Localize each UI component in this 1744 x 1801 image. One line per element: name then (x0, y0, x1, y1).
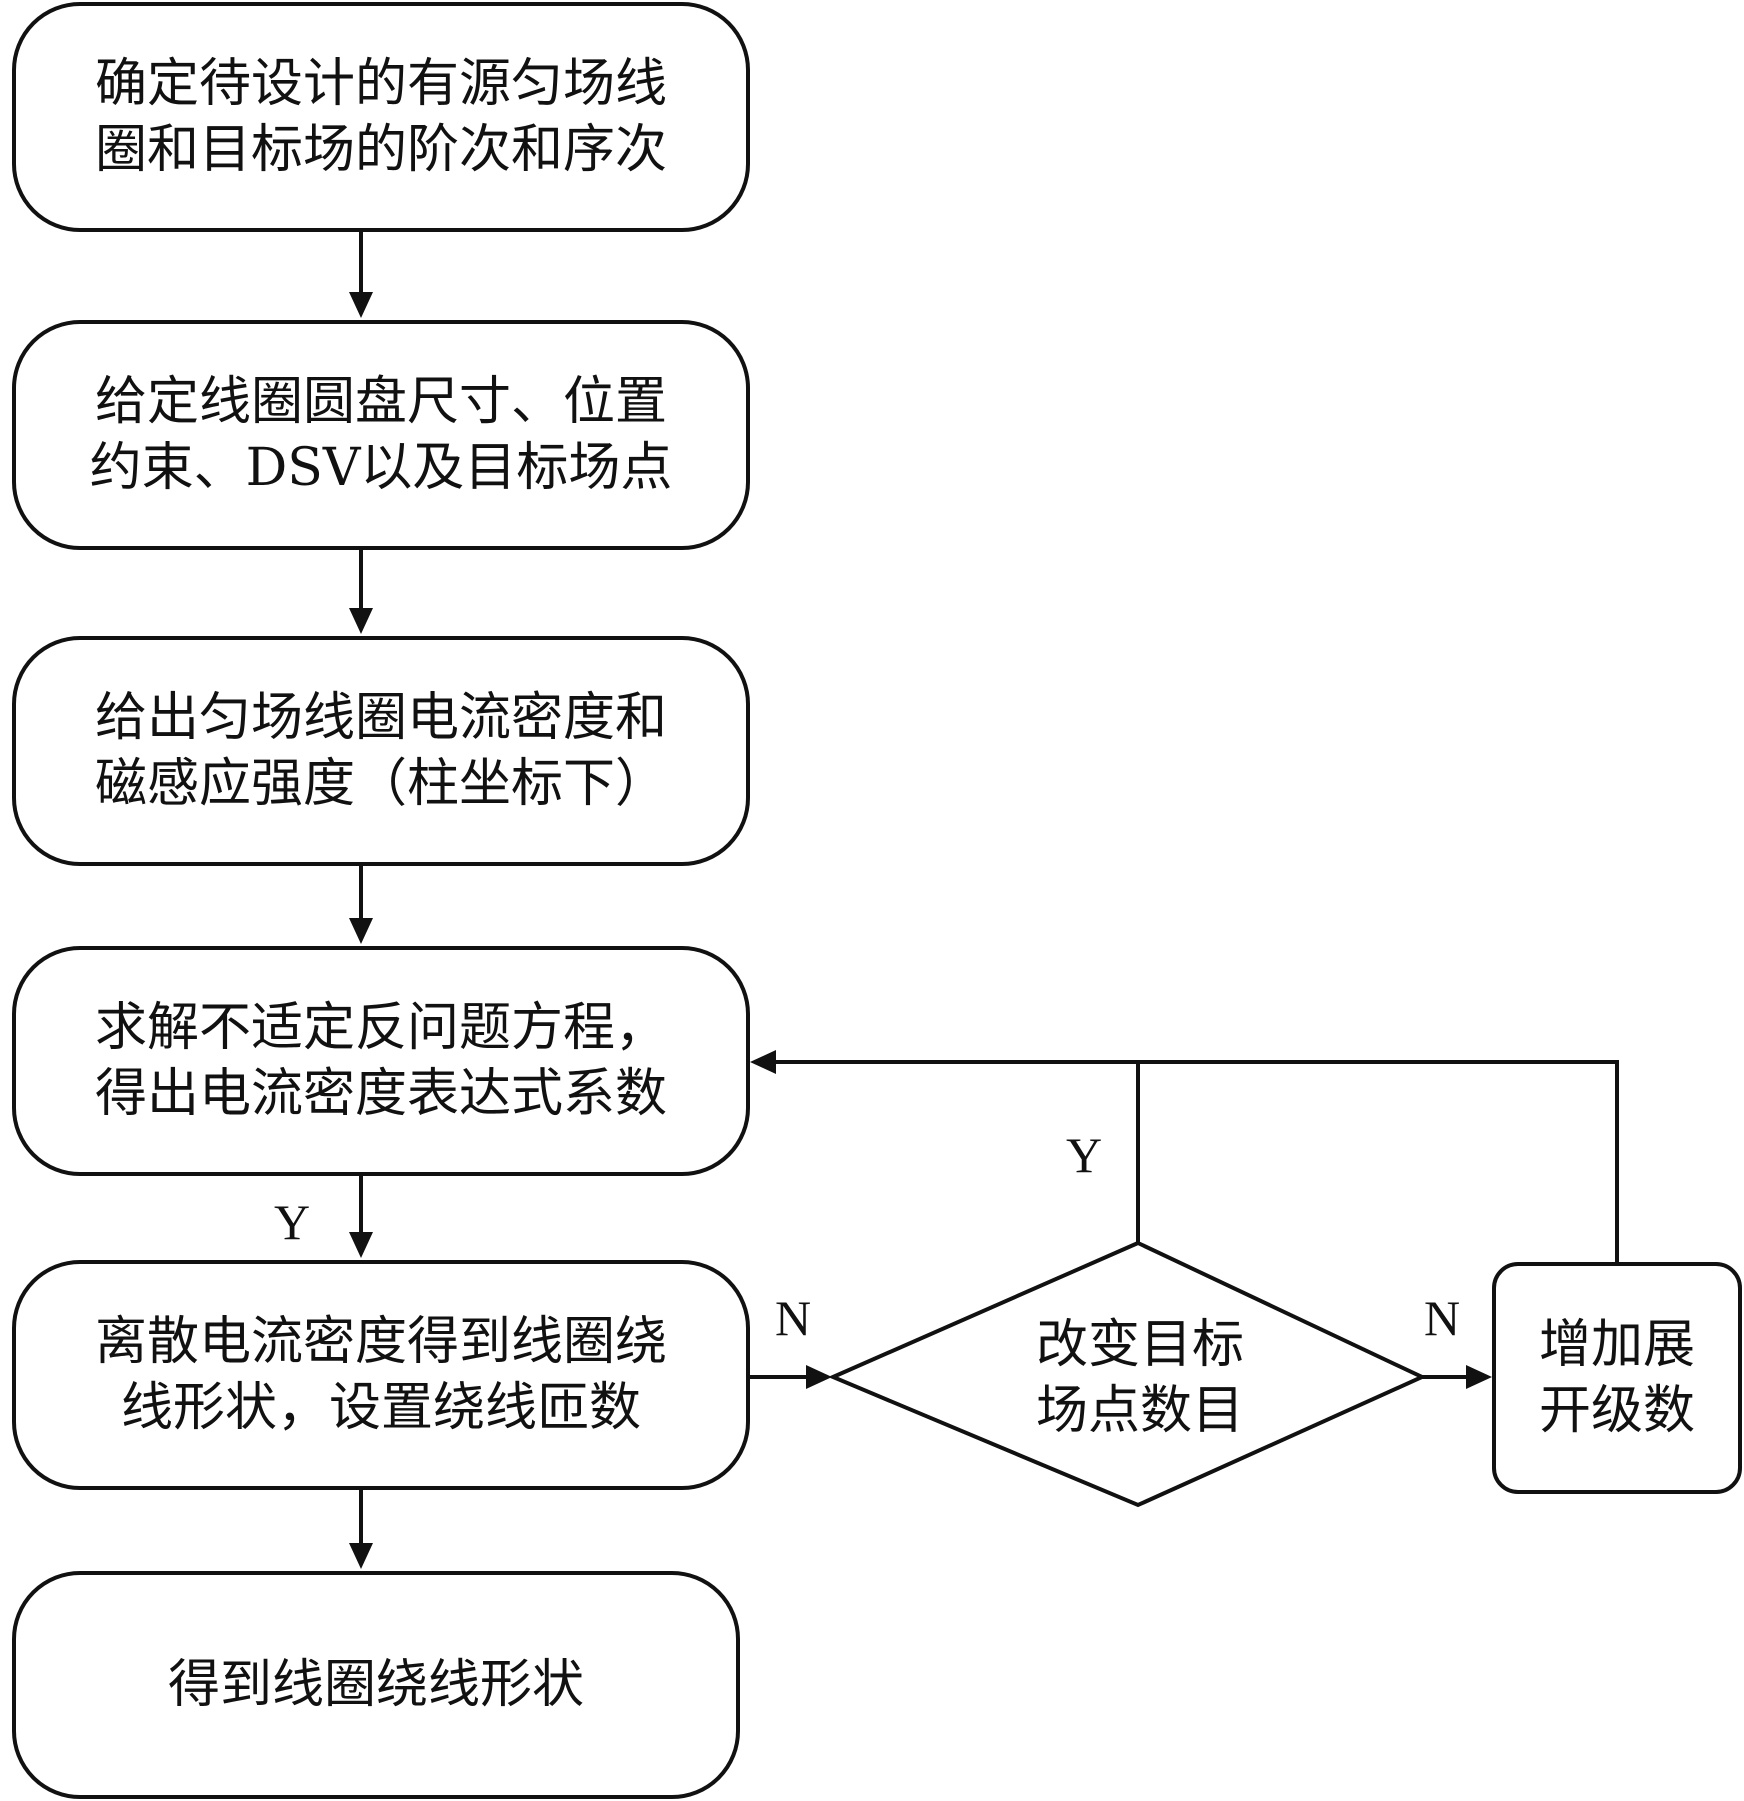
step1-text: 确定待设计的有源匀场线 圈和目标场的阶次和序次 (94, 54, 667, 180)
arrowhead-2-3 (349, 608, 373, 634)
label-y-main: Y (274, 1194, 311, 1250)
label-y-decision: Y (1066, 1127, 1103, 1183)
expand-text: 增加展 开级数 (1538, 1315, 1695, 1441)
step6-box (12, 1571, 740, 1799)
step5-text: 离散电流密度得到线圈绕 线形状，设置绕线匝数 (94, 1312, 667, 1438)
arrowhead-4-5 (349, 1232, 373, 1258)
arrowhead-5-decision (806, 1365, 832, 1389)
edge-expand-feedback (770, 1060, 1619, 1264)
decision-diamond (827, 1240, 1427, 1508)
label-n-to-decision: N (775, 1290, 812, 1346)
step2-text: 给定线圈圆盘尺寸、位置 约束、DSV以及目标场点 (89, 372, 673, 498)
step3-text: 给出匀场线圈电流密度和 磁感应强度（柱坐标下） (94, 688, 667, 814)
step6-text: 得到线圈绕线形状 (167, 1655, 584, 1715)
step3-box (12, 636, 750, 866)
arrowhead-decision-expand (1466, 1365, 1492, 1389)
arrowhead-5-6 (349, 1543, 373, 1569)
arrowhead-feedback-step4 (750, 1050, 776, 1074)
step4-text: 求解不适定反问题方程， 得出电流密度表达式系数 (94, 998, 667, 1124)
arrowhead-3-4 (349, 918, 373, 944)
step2-box (12, 320, 750, 550)
label-n-to-expand: N (1424, 1290, 1461, 1346)
decision-text: 改变目标 场点数目 (1035, 1315, 1244, 1441)
step1-box (12, 2, 750, 232)
step4-box (12, 946, 750, 1176)
arrowhead-1-2 (349, 292, 373, 318)
